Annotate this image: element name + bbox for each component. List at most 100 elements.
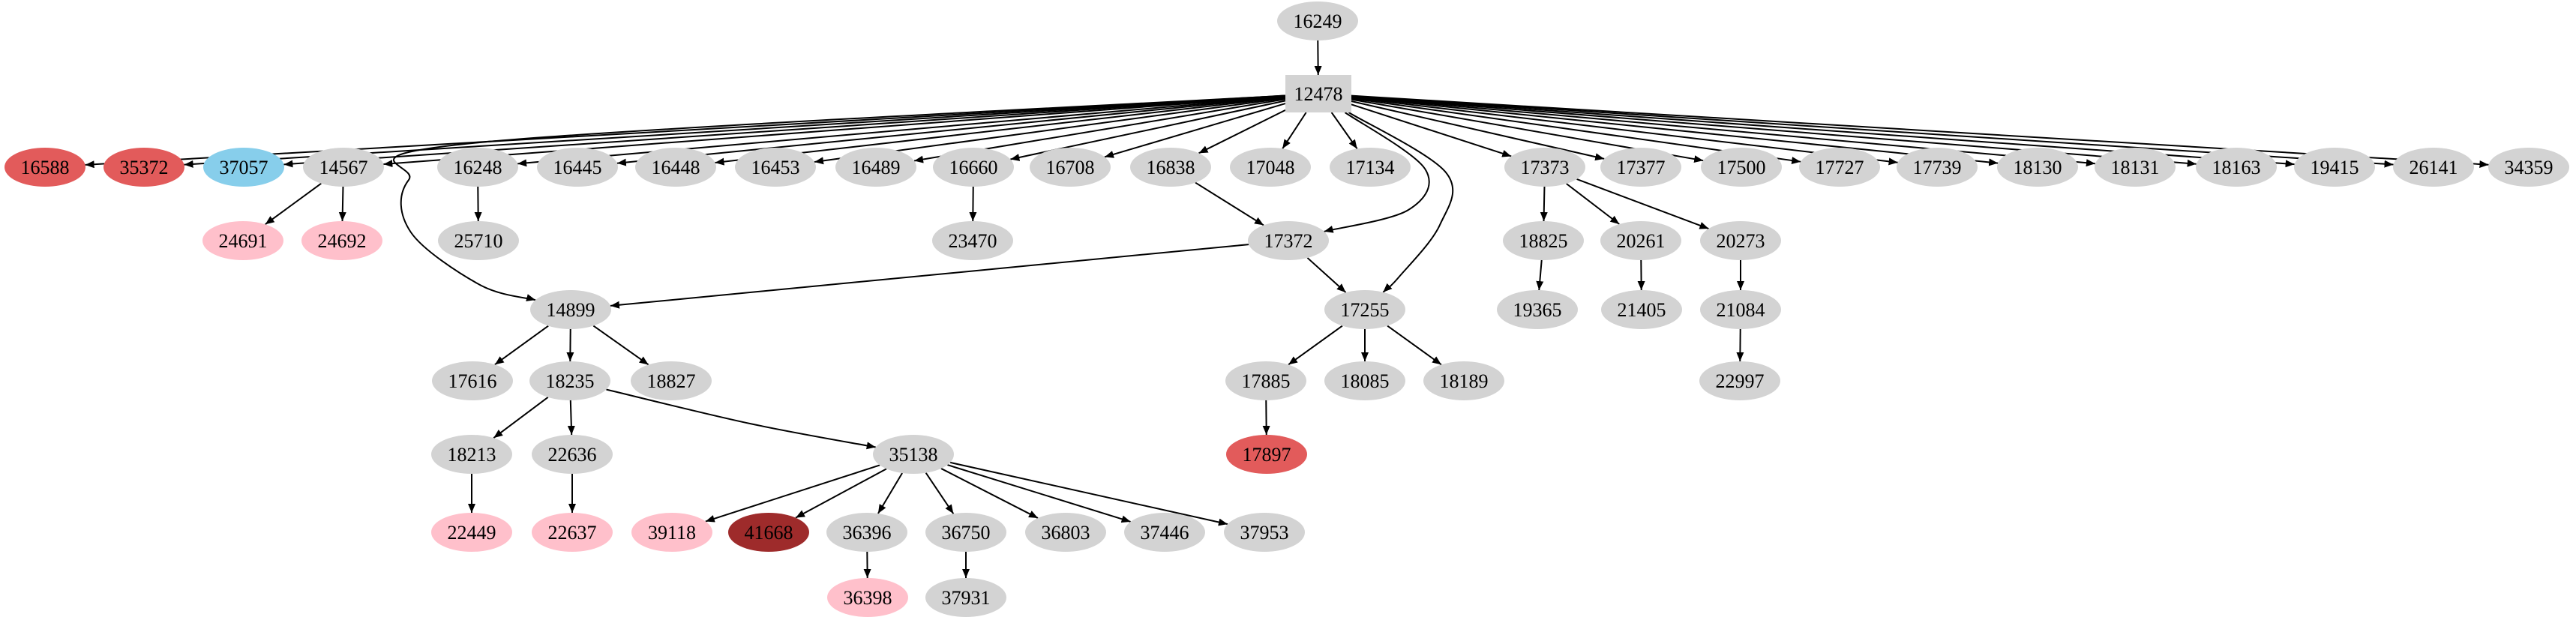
node-ellipse-37953 bbox=[1224, 513, 1305, 552]
node-24692: 24692 bbox=[301, 221, 382, 260]
node-ellipse-18131 bbox=[2095, 148, 2176, 187]
node-label-24691: 24691 bbox=[219, 230, 268, 252]
node-41668: 41668 bbox=[728, 513, 809, 552]
edge-12478-18130 bbox=[1351, 96, 1999, 166]
node-label-17372: 17372 bbox=[1264, 230, 1313, 252]
node-18825: 18825 bbox=[1503, 221, 1584, 260]
node-label-16660: 16660 bbox=[949, 157, 998, 178]
node-label-22997: 22997 bbox=[1716, 370, 1765, 392]
edge-12478-16445 bbox=[616, 96, 1286, 166]
edge-12478-16708 bbox=[1104, 103, 1286, 158]
edge-12478-17255 bbox=[1348, 112, 1454, 293]
node-box-12478 bbox=[1285, 75, 1351, 112]
edge-12478-17739 bbox=[1351, 97, 1898, 166]
node-ellipse-37057 bbox=[203, 148, 284, 187]
node-24691: 24691 bbox=[202, 221, 283, 260]
node-ellipse-17727 bbox=[1799, 148, 1880, 187]
node-17255: 17255 bbox=[1324, 290, 1405, 329]
node-ellipse-16448 bbox=[635, 148, 716, 187]
edge-12478-17373 bbox=[1351, 103, 1512, 157]
edge-35138-39118 bbox=[705, 464, 880, 523]
node-label-16448: 16448 bbox=[652, 157, 700, 178]
node-ellipse-16248 bbox=[437, 148, 518, 187]
node-label-17897: 17897 bbox=[1243, 444, 1291, 466]
node-16489: 16489 bbox=[835, 148, 916, 187]
node-17048: 17048 bbox=[1230, 148, 1311, 187]
node-ellipse-18213 bbox=[431, 435, 512, 474]
node-label-17500: 17500 bbox=[1717, 157, 1766, 178]
edge-12478-17372 bbox=[1324, 112, 1430, 233]
node-ellipse-18827 bbox=[631, 361, 712, 400]
node-label-20261: 20261 bbox=[1617, 230, 1666, 252]
edge-17255-18189 bbox=[1387, 325, 1442, 366]
node-37446: 37446 bbox=[1124, 513, 1205, 552]
node-label-17377: 17377 bbox=[1617, 157, 1666, 178]
edge-17373-20273 bbox=[1576, 178, 1709, 229]
node-label-16445: 16445 bbox=[553, 157, 602, 178]
node-label-19415: 19415 bbox=[2311, 157, 2359, 178]
edge-14899-17616 bbox=[494, 325, 549, 366]
node-36750: 36750 bbox=[925, 513, 1006, 552]
node-ellipse-17134 bbox=[1330, 148, 1411, 187]
node-ellipse-25710 bbox=[438, 221, 519, 260]
node-ellipse-20261 bbox=[1600, 221, 1681, 260]
edge-17372-14899 bbox=[610, 244, 1249, 309]
edge-12478-16838 bbox=[1198, 109, 1286, 154]
node-17373: 17373 bbox=[1504, 148, 1585, 187]
node-ellipse-26141 bbox=[2393, 148, 2474, 187]
node-ellipse-35138 bbox=[873, 435, 954, 474]
edge-12478-16588 bbox=[85, 94, 1286, 169]
edge-17255-17885 bbox=[1288, 325, 1343, 366]
edge-14899-18827 bbox=[592, 325, 649, 366]
node-ellipse-24691 bbox=[202, 221, 283, 260]
node-label-41668: 41668 bbox=[745, 522, 793, 544]
node-34359: 34359 bbox=[2488, 148, 2569, 187]
node-18085: 18085 bbox=[1324, 361, 1405, 400]
node-label-16588: 16588 bbox=[21, 157, 70, 178]
node-ellipse-18085 bbox=[1324, 361, 1405, 400]
node-18213: 18213 bbox=[431, 435, 512, 474]
node-35138: 35138 bbox=[873, 435, 954, 474]
edge-35138-36750 bbox=[925, 472, 955, 514]
node-label-24692: 24692 bbox=[318, 230, 367, 252]
node-label-22637: 22637 bbox=[548, 522, 597, 544]
node-label-12478: 12478 bbox=[1294, 83, 1343, 105]
node-ellipse-18163 bbox=[2196, 148, 2277, 187]
node-ellipse-17739 bbox=[1897, 148, 1978, 187]
edges-layer bbox=[85, 40, 2489, 579]
node-19415: 19415 bbox=[2294, 148, 2375, 187]
node-label-16838: 16838 bbox=[1147, 157, 1195, 178]
node-ellipse-21084 bbox=[1700, 290, 1781, 329]
node-17739: 17739 bbox=[1897, 148, 1978, 187]
node-ellipse-17372 bbox=[1248, 221, 1329, 260]
node-label-16249: 16249 bbox=[1294, 10, 1342, 32]
node-label-35138: 35138 bbox=[889, 444, 938, 466]
node-label-22636: 22636 bbox=[548, 444, 597, 466]
node-ellipse-37931 bbox=[925, 578, 1006, 617]
edge-17373-18825 bbox=[1540, 186, 1548, 222]
node-18163: 18163 bbox=[2196, 148, 2277, 187]
node-ellipse-22636 bbox=[532, 435, 613, 474]
node-21405: 21405 bbox=[1601, 290, 1682, 329]
node-ellipse-14567 bbox=[303, 148, 384, 187]
node-17134: 17134 bbox=[1330, 148, 1411, 187]
node-ellipse-14899 bbox=[530, 290, 611, 329]
node-label-17255: 17255 bbox=[1341, 299, 1390, 321]
node-25710: 25710 bbox=[438, 221, 519, 260]
node-label-34359: 34359 bbox=[2505, 157, 2554, 178]
edge-12478-14899 bbox=[392, 94, 1286, 301]
node-16248: 16248 bbox=[437, 148, 518, 187]
node-label-36398: 36398 bbox=[844, 587, 892, 609]
edge-18235-18213 bbox=[493, 397, 549, 439]
node-17727: 17727 bbox=[1799, 148, 1880, 187]
node-label-17134: 17134 bbox=[1346, 157, 1395, 178]
edge-14567-24691 bbox=[265, 182, 322, 226]
node-ellipse-19415 bbox=[2294, 148, 2375, 187]
node-label-20273: 20273 bbox=[1717, 230, 1765, 252]
node-16838: 16838 bbox=[1130, 148, 1211, 187]
node-ellipse-36398 bbox=[827, 578, 908, 617]
node-label-18130: 18130 bbox=[2014, 157, 2062, 178]
edge-12478-17377 bbox=[1351, 100, 1605, 161]
node-label-19365: 19365 bbox=[1513, 299, 1562, 321]
